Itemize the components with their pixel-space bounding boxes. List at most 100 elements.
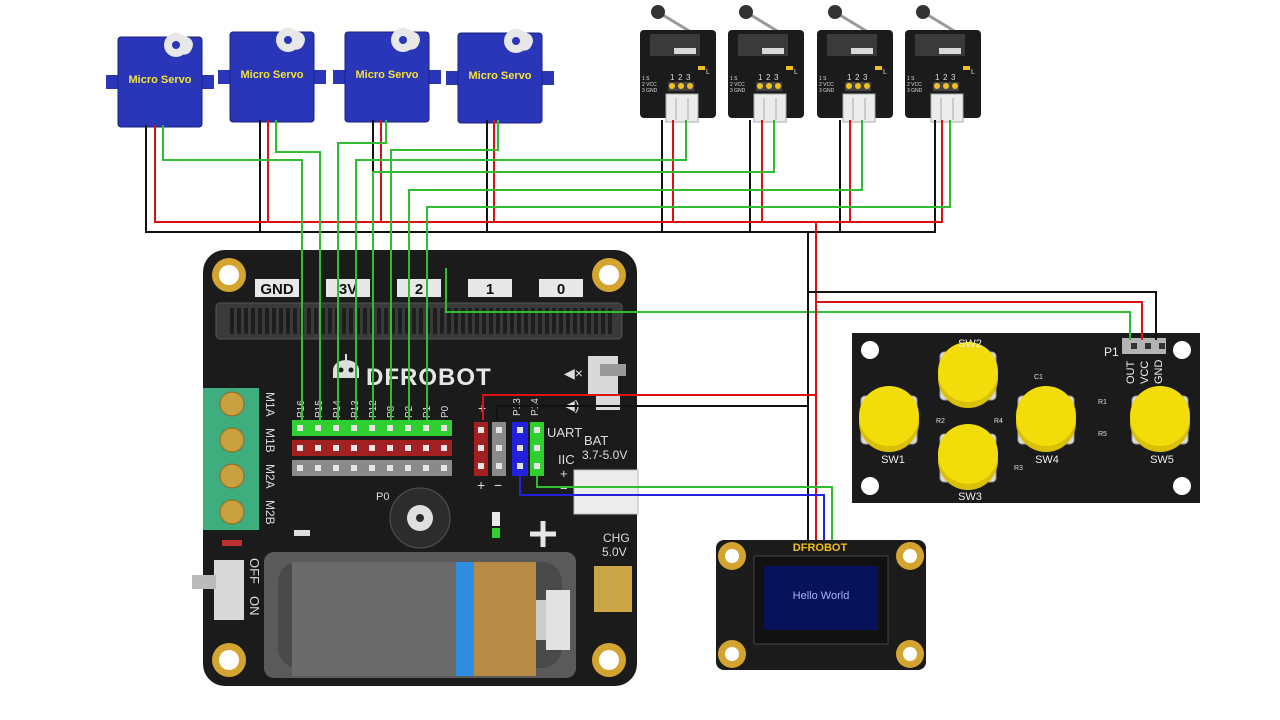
edge-finger	[230, 308, 234, 334]
switch-pin-num: 2	[678, 73, 683, 82]
switch-pin-name: 1 S	[907, 76, 915, 82]
header-pin	[441, 445, 447, 451]
buzzer-label: P0	[376, 491, 389, 503]
button-label: SW1	[881, 454, 905, 466]
keypad-part-label: R1	[1098, 399, 1107, 406]
robot-logo-icon	[333, 360, 359, 378]
board-gnd-wire	[496, 292, 809, 420]
switch-pin-num: 2	[855, 73, 860, 82]
switch-pin-name: 2 VCC	[642, 82, 657, 88]
oled-text: Hello World	[793, 590, 850, 602]
header-pin	[517, 445, 523, 451]
usb-port	[594, 566, 632, 612]
switch-pin-name: 3 GND	[730, 88, 746, 94]
gnd-drop-wire	[259, 120, 841, 232]
edge-finger	[258, 308, 262, 334]
edge-finger	[237, 308, 241, 334]
micro-servo: Micro Servo	[333, 27, 441, 123]
edge-finger	[580, 308, 584, 334]
edge-finger	[307, 308, 311, 334]
header-pin	[423, 425, 429, 431]
header-pin	[478, 445, 484, 451]
keypad-pin-label: OUT	[1125, 361, 1137, 385]
header-pin	[351, 465, 357, 471]
switch-led-label: L	[794, 69, 798, 76]
edge-finger	[475, 308, 479, 334]
motor-label: M2A	[263, 464, 277, 489]
header-pin	[1131, 343, 1137, 349]
motor-label: M1A	[263, 392, 277, 417]
header-pin	[478, 427, 484, 433]
edge-finger	[510, 308, 514, 334]
switch-pin-name: 2 VCC	[819, 82, 834, 88]
switch-pin-num: 3	[774, 73, 779, 82]
edge-finger	[363, 308, 367, 334]
header-pin	[315, 425, 321, 431]
button-label: SW3	[958, 491, 982, 503]
battery-connector	[573, 469, 639, 515]
switch-pin-name: 1 S	[819, 76, 827, 82]
iic-label: IIC	[558, 452, 575, 467]
header-pin	[1159, 343, 1165, 349]
header-pin	[1145, 343, 1151, 349]
header-pin	[534, 445, 540, 451]
servo-signal-wire	[275, 120, 321, 420]
motor-label: M2B	[263, 500, 277, 525]
bat-range-label: 3.7-5.0V	[582, 448, 627, 462]
header-pin	[441, 425, 447, 431]
edge-finger	[356, 308, 360, 334]
chg-label: CHG	[603, 531, 630, 545]
header-pin	[315, 465, 321, 471]
header-pin	[441, 465, 447, 471]
keypad-part-label: R4	[994, 418, 1003, 425]
edge-finger	[496, 308, 500, 334]
edge-finger	[342, 308, 346, 334]
keypad-part-label: R3	[1014, 465, 1023, 472]
edge-finger	[293, 308, 297, 334]
minus-sign: −	[494, 477, 502, 493]
vcc-bus-wire	[154, 120, 943, 223]
switch-pin-name: 3 GND	[907, 88, 923, 94]
edge-finger	[482, 308, 486, 334]
edge-finger	[531, 308, 535, 334]
edge-finger	[538, 308, 542, 334]
header-pin	[351, 445, 357, 451]
edge-finger	[573, 308, 577, 334]
header-pin	[405, 465, 411, 471]
keypad-pin-label: GND	[1153, 360, 1165, 385]
lever-roller-icon	[916, 5, 930, 19]
gnd-bus-wire	[145, 120, 936, 233]
switch-signal-wire	[372, 120, 775, 420]
header-pin	[297, 465, 303, 471]
edge-finger	[391, 308, 395, 334]
edge-finger	[489, 308, 493, 334]
switch-pin-num: 1	[670, 73, 675, 82]
oled-data-wire	[519, 476, 825, 540]
oled-brand: DFROBOT	[793, 542, 848, 554]
edge-finger	[594, 308, 598, 334]
edge-finger	[419, 308, 423, 334]
header-pin	[534, 427, 540, 433]
edge-label: 2	[415, 281, 423, 298]
servo-label: Micro Servo	[469, 70, 532, 82]
switch-pin-name: 3 GND	[819, 88, 835, 94]
edge-finger	[272, 308, 276, 334]
edge-finger	[440, 308, 444, 334]
edge-finger	[559, 308, 563, 334]
servo-signal-wire	[337, 120, 387, 420]
switch-signal-wire	[408, 120, 863, 420]
keypad-part-label: R2	[936, 418, 945, 425]
switch-pin-name: 3 GND	[642, 88, 658, 94]
edge-finger	[321, 308, 325, 334]
edge-finger	[447, 308, 451, 334]
edge-finger	[503, 308, 507, 334]
keypad-header	[1122, 338, 1166, 354]
board-brand: DFROBOT	[366, 364, 492, 391]
speaker-mute-icon: ◀×	[564, 365, 583, 381]
keypad-button: SW4	[1016, 386, 1076, 466]
edge-finger	[405, 308, 409, 334]
plus-sign: +	[560, 466, 568, 481]
